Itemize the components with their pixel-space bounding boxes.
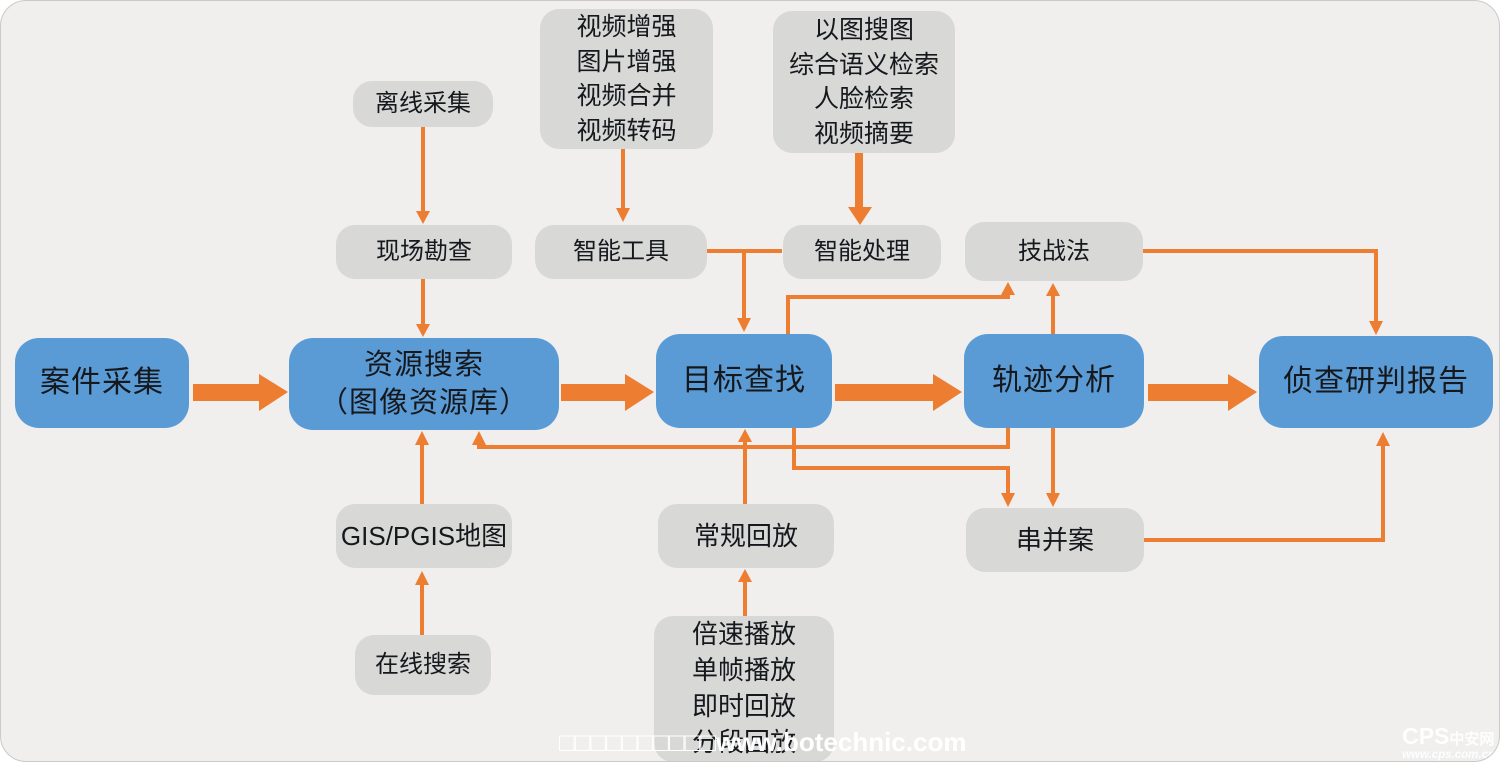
node-video-tools-line3: 视频合并 xyxy=(576,82,677,110)
edge-trajectory-to-resource xyxy=(477,428,1010,449)
node-search-tools-line1: 以图搜图 xyxy=(813,16,914,44)
node-playback-modes-line2: 单帧播放 xyxy=(691,655,796,686)
node-case-linking: 串并案 xyxy=(966,508,1144,572)
node-video-tools-line2: 图片增强 xyxy=(576,47,677,76)
node-target-search: 目标查找 xyxy=(656,334,832,428)
node-search-tools-line3: 人脸检索 xyxy=(813,85,914,113)
node-smart-tools: 智能工具 xyxy=(535,225,707,279)
node-case-collection: 案件采集 xyxy=(15,338,189,428)
node-investigation-report: 侦查研判报告 xyxy=(1259,336,1493,428)
cps-logo-brand: CPS xyxy=(1402,722,1450,749)
cps-logo-brand-cn: 中安网 xyxy=(1449,730,1495,748)
node-resource-search: 资源搜索 （图像资源库） xyxy=(289,338,559,430)
cps-logo: CPS中安网 www.cps.com.cn xyxy=(1402,722,1495,762)
node-resource-search-line2: （图像资源库） xyxy=(318,387,529,419)
node-video-tools: 视频增强 图片增强 视频合并 视频转码 xyxy=(540,9,713,149)
node-playback-modes-line1: 倍速播放 xyxy=(691,619,796,650)
node-video-tools-line1: 视频增强 xyxy=(576,13,677,41)
node-normal-playback: 常规回放 xyxy=(658,504,834,568)
watermark-text: □□□□□□□□□□www.botechnic.com xyxy=(559,727,967,757)
arrow-case-to-resource xyxy=(193,374,288,411)
node-video-tools-line4: 视频转码 xyxy=(576,116,677,145)
edge-tactics-to-report xyxy=(1143,249,1378,321)
node-playback-modes: 倍速播放 单帧播放 即时回放 分段回放 xyxy=(654,616,834,761)
node-playback-modes-line4: 分段回放 xyxy=(691,726,796,757)
node-resource-search-line1: 资源搜索 xyxy=(363,348,484,381)
node-smart-processing: 智能处理 xyxy=(783,225,941,279)
node-search-tools-line4: 视频摘要 xyxy=(813,119,914,148)
arrow-resource-to-target xyxy=(561,374,654,411)
node-scene-survey: 现场勘查 xyxy=(336,225,512,279)
edge-caselinking-to-report xyxy=(1144,445,1385,542)
node-search-tools-line2: 综合语义检索 xyxy=(788,50,939,79)
node-trajectory-analysis: 轨迹分析 xyxy=(964,334,1144,428)
node-tactics: 技战法 xyxy=(965,222,1143,281)
edge-target-to-tactics xyxy=(786,295,1010,334)
node-online-search: 在线搜索 xyxy=(355,635,491,695)
node-playback-modes-line3: 即时回放 xyxy=(691,691,796,721)
arrow-trajectory-to-report xyxy=(1148,374,1257,411)
edge-target-to-caselinking xyxy=(792,428,1010,493)
arrow-target-to-trajectory xyxy=(835,374,962,411)
node-offline-collection: 离线采集 xyxy=(353,81,493,127)
node-gis-map: GIS/PGIS地图 xyxy=(336,504,512,568)
arrow-searchtools-to-processing xyxy=(848,152,872,225)
cps-logo-url: www.cps.com.cn xyxy=(1402,748,1495,761)
node-search-tools: 以图搜图 综合语义检索 人脸检索 视频摘要 xyxy=(773,11,955,153)
